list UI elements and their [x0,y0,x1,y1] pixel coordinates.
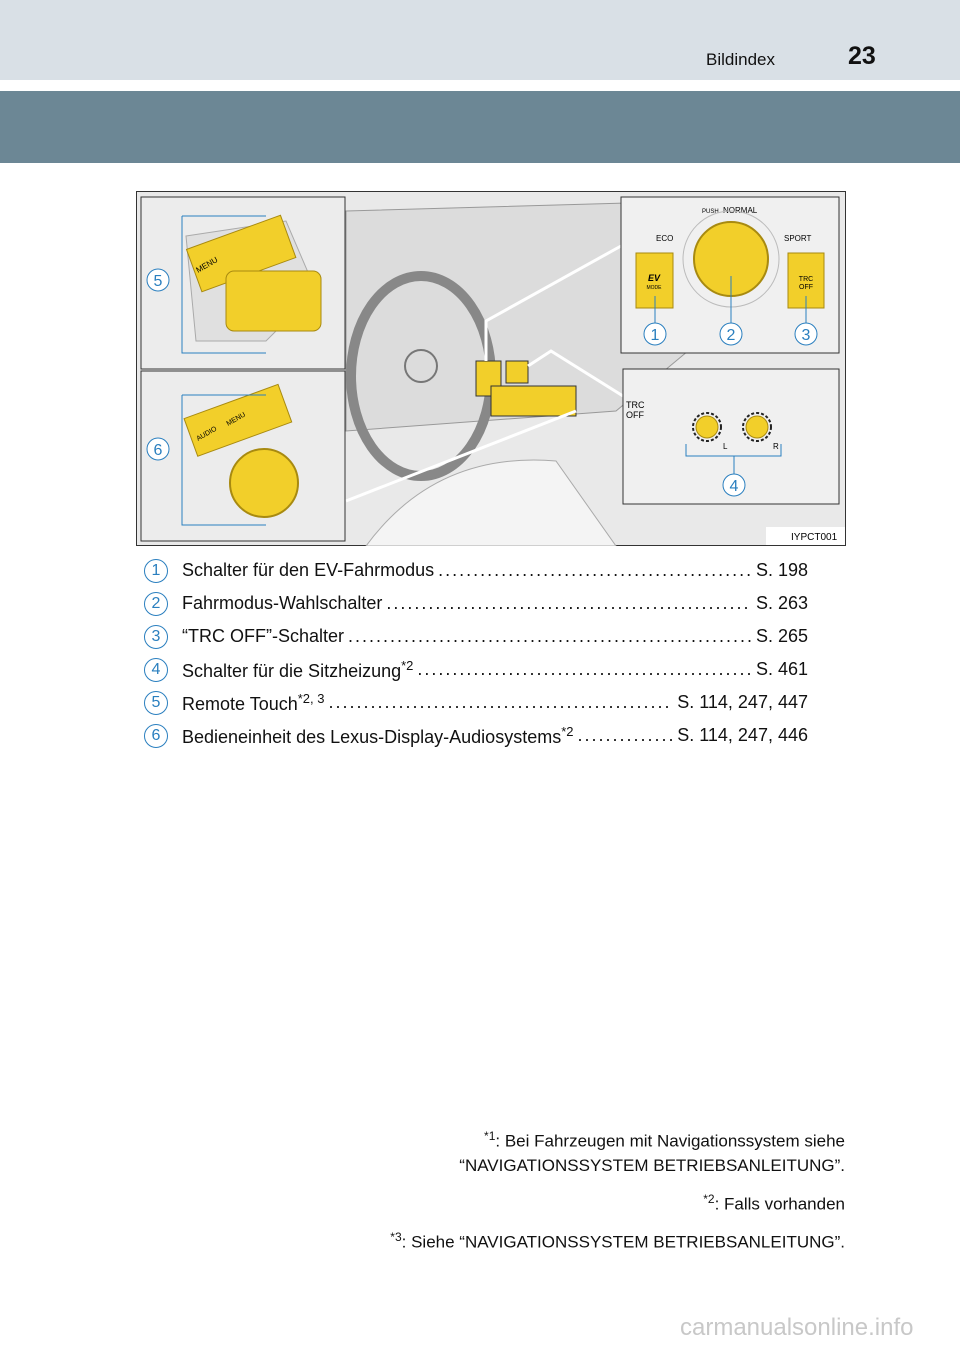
svg-text:2: 2 [727,327,736,344]
svg-text:MODE: MODE [647,285,663,291]
interior-illustration: MENU 5 AUDIO MENU 6 PUSH NORMAL ECO SPOR… [136,191,846,546]
list-item: 1 Schalter für den EV-Fahrmodus S. 198 [142,554,808,587]
section-title: Bildindex [706,50,775,69]
svg-text:OFF: OFF [626,410,644,420]
svg-text:OFF: OFF [799,284,813,291]
svg-text:4: 4 [730,478,739,495]
footnote-mark: *2 [401,657,414,673]
svg-text:EV: EV [648,273,661,283]
leader-dots [348,626,752,647]
list-item: 3 “TRC OFF”-Schalter S. 265 [142,620,808,653]
svg-text:6: 6 [154,442,163,459]
svg-text:R: R [773,442,779,451]
item-number: 3 [144,624,168,649]
item-label: “TRC OFF”-Schalter [182,626,344,646]
footnote-1: *1: Bei Fahrzeugen mit Navigationssystem… [484,1129,845,1151]
page-ref[interactable]: S. 265 [755,626,808,646]
leader-dots [578,725,674,746]
figure-code: IYPCT001 [791,532,838,543]
inset-drive-mode: PUSH NORMAL ECO SPORT EV MODE TRC OFF 1 … [620,196,840,354]
watermark: carmanualsonline.info [680,1314,914,1341]
inset-audio-control: AUDIO MENU 6 [140,370,346,542]
page-ref[interactable]: S. 263 [755,593,808,613]
leader-dots [328,692,673,713]
item-label: Fahrmodus-Wahlschalter [182,593,383,613]
item-label: Remote Touch*2, 3 [182,690,325,714]
item-label: Schalter für den EV-Fahrmodus [182,560,435,580]
svg-text:NORMAL: NORMAL [723,206,758,215]
page-ref[interactable]: S. 461 [755,659,808,679]
list-item: 5 Remote Touch*2, 3 S. 114, 247, 447 [142,686,808,719]
footnote-1-cont: “NAVIGATIONSSYSTEM BETRIEBSANLEITUNG”. [459,1155,845,1175]
footnote-mark: *2, 3 [297,690,325,706]
item-number: 1 [144,558,168,583]
page-ref[interactable]: S. 114, 247, 446 [677,725,808,745]
svg-text:PUSH: PUSH [702,209,719,215]
lexus-logo [404,349,438,383]
page-number: 23 [848,42,876,70]
footnote-2: *2: Falls vorhanden [703,1191,845,1214]
item-label: Schalter für die Sitzheizung*2 [182,657,414,681]
footnote-3: *3: Siehe “NAVIGATIONSSYSTEM BETRIEBSANL… [390,1230,845,1252]
item-number: 5 [144,690,168,715]
page-ref[interactable]: S. 198 [755,560,808,580]
page-ref[interactable]: S. 114, 247, 447 [677,692,808,712]
item-label: Bedieneinheit des Lexus-Display-Audiosys… [182,723,574,747]
svg-text:L: L [723,442,728,451]
item-number: 4 [144,657,168,682]
index-list: 1 Schalter für den EV-Fahrmodus S. 198 2… [142,554,808,752]
svg-text:TRC: TRC [626,400,645,410]
footnotes: *1: Bei Fahrzeugen mit Navigationssystem… [390,1124,845,1255]
svg-text:SPORT: SPORT [784,234,812,243]
leader-dots [386,593,752,614]
chapter-band [0,91,960,163]
list-item: 4 Schalter für die Sitzheizung*2 S. 461 [142,653,808,686]
footnote-mark: *2 [561,723,574,739]
leader-dots [438,560,752,581]
highlight-seat [505,360,529,384]
svg-text:ECO: ECO [656,234,673,243]
highlight-remote [490,385,577,417]
inset-remote-touch: MENU 5 [140,196,346,370]
item-number: 2 [144,591,168,616]
svg-text:1: 1 [651,327,660,344]
svg-text:TRC: TRC [799,276,813,283]
header-band [0,0,960,80]
svg-text:3: 3 [802,327,811,344]
inset-seat-heater: TRC OFF L R 4 [622,368,840,505]
item-number: 6 [144,723,168,748]
leader-dots [417,659,752,680]
svg-text:5: 5 [154,273,163,290]
list-item: 6 Bedieneinheit des Lexus-Display-Audios… [142,719,808,752]
list-item: 2 Fahrmodus-Wahlschalter S. 263 [142,587,808,620]
